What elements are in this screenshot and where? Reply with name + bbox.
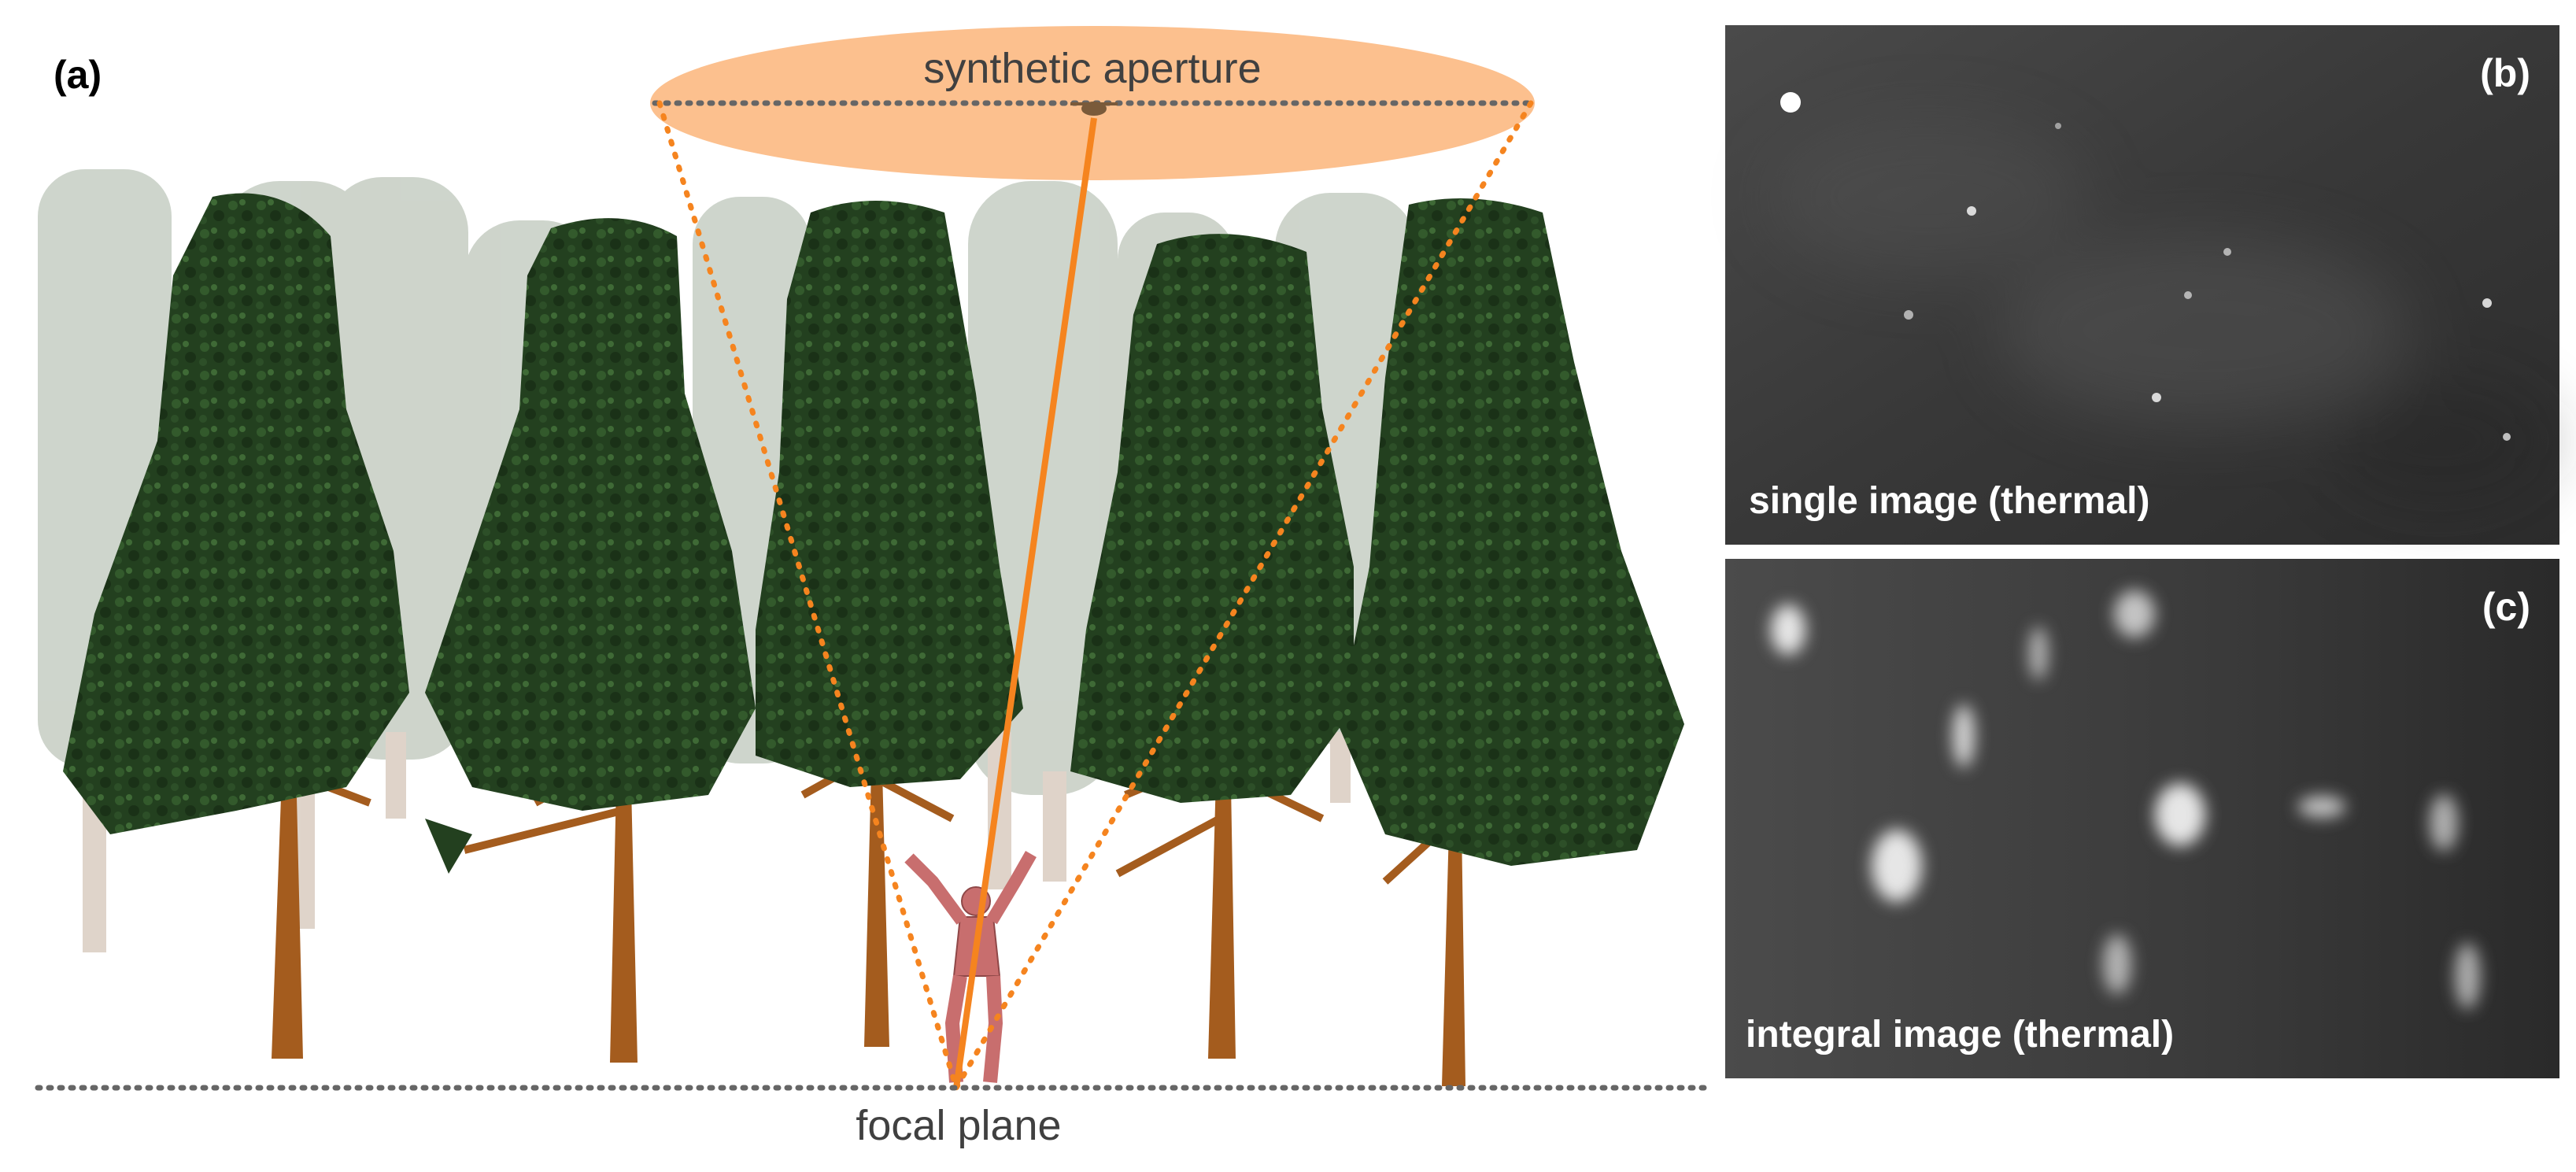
tree-4	[1070, 234, 1354, 1059]
tree-1	[63, 193, 409, 1059]
panel-c-caption: integral image (thermal)	[1746, 1014, 2174, 1056]
thermal-texture-b	[1771, 118, 2550, 504]
tree-2	[425, 218, 756, 1063]
panel-a: (a)	[35, 26, 1707, 1149]
drone-icon	[1070, 102, 1118, 116]
panel-a-label: (a)	[54, 53, 102, 97]
panel-b-label: (b)	[2480, 51, 2530, 95]
person-figure	[904, 851, 1037, 1083]
panel-c: (c) integral image (thermal)	[1725, 559, 2559, 1078]
heat-signatures-c	[1771, 590, 2480, 1009]
panel-c-label: (c)	[2482, 585, 2530, 629]
heat-spots-b	[1780, 92, 2511, 441]
panel-b: (b) single image (thermal)	[1725, 25, 2559, 545]
cone-right-ray	[953, 100, 1534, 1091]
panel-b-caption: single image (thermal)	[1749, 480, 2149, 522]
cone-left-ray	[656, 100, 959, 1091]
line-of-sight-ray	[953, 117, 1097, 1089]
focal-plane-label: focal plane	[856, 1102, 1061, 1149]
integral-thermal-image	[1725, 559, 2559, 1078]
synthetic-aperture-label: synthetic aperture	[923, 45, 1261, 92]
tree-5	[1338, 198, 1684, 1086]
